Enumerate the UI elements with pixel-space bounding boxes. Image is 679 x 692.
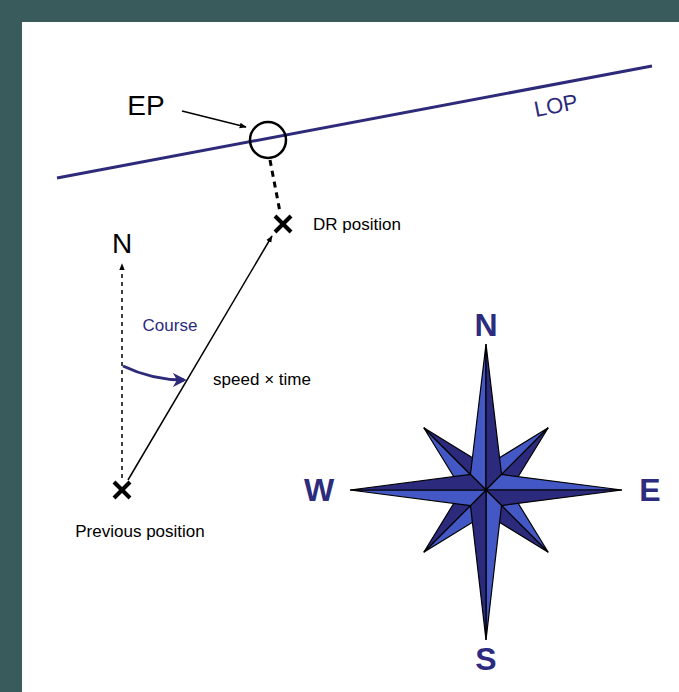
compass-letter: N — [474, 308, 497, 343]
distance-label: speed × time — [213, 371, 311, 390]
compass-letter: W — [304, 473, 334, 508]
north-reference — [121, 264, 123, 478]
course-angle-arc — [123, 366, 184, 380]
offset-dashed — [270, 160, 280, 212]
rose-point — [350, 474, 486, 490]
rose-point — [470, 344, 486, 490]
compass-rose — [350, 344, 622, 640]
compass-letter: E — [639, 473, 660, 508]
track-arrow — [128, 236, 272, 480]
previous-cross — [114, 482, 130, 498]
ep-pointer — [182, 111, 246, 127]
ep-label: EP — [127, 91, 164, 122]
dr-cross — [275, 216, 291, 232]
rose-point — [350, 490, 486, 506]
rose-point — [470, 490, 486, 640]
north-label: N — [112, 229, 132, 260]
rose-point — [486, 474, 622, 490]
course-label: Course — [143, 317, 198, 336]
rose-point — [486, 490, 622, 506]
compass-letter: S — [475, 642, 496, 677]
ep-circle — [250, 122, 286, 158]
rose-point — [486, 344, 502, 490]
dr-label: DR position — [313, 216, 401, 235]
rose-point — [486, 490, 502, 640]
previous-label: Previous position — [75, 523, 204, 542]
lop-line — [57, 66, 652, 178]
